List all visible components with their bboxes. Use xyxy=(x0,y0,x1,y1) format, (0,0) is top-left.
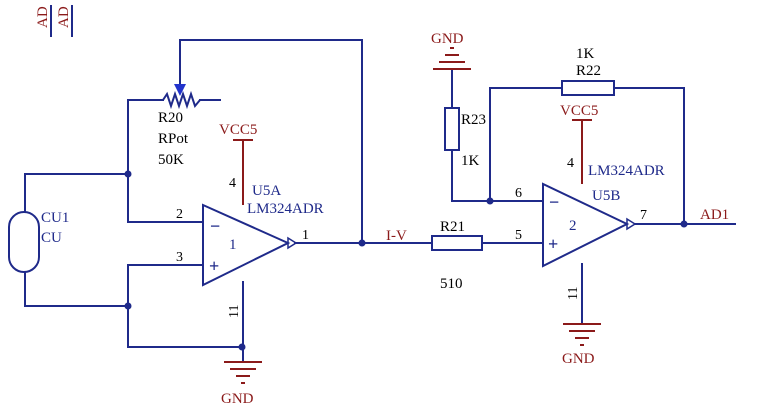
u5a-pin-inv: 2 xyxy=(176,207,183,222)
vcc-u5a-label: VCC5 xyxy=(219,122,257,138)
junction-dot xyxy=(124,170,132,178)
u5b-plus-sign: + xyxy=(548,234,558,254)
u5a-minus-sign: − xyxy=(210,216,220,236)
gnd-r23: GND xyxy=(431,31,471,70)
r23-value: 1K xyxy=(461,153,480,169)
u5b-pin-out: 7 xyxy=(640,208,647,223)
r23-resistor[interactable]: R23 1K xyxy=(444,107,486,169)
net-label-iv: I-V xyxy=(386,228,407,244)
r23-designator: R23 xyxy=(461,112,486,128)
r20-designator: R20 xyxy=(158,110,183,126)
wiper-arrow-icon xyxy=(174,84,186,96)
r20-potentiometer[interactable]: R20 RPot 50K xyxy=(158,84,201,168)
r20-comment: RPot xyxy=(158,131,189,147)
gnd-u5a-label: GND xyxy=(221,391,254,407)
u5b-pin-inv: 6 xyxy=(515,186,522,201)
u5a-unit-number: 1 xyxy=(229,237,237,253)
output-arrow-icon xyxy=(626,217,637,231)
u5b-opamp[interactable]: − + 2 U5B LM324ADR 6 5 7 4 11 xyxy=(515,156,665,300)
junction-dot xyxy=(124,302,132,310)
cu1-designator: CU1 xyxy=(41,210,69,226)
u5a-opamp[interactable]: − + 1 U5A LM324ADR 2 3 1 4 11 xyxy=(176,176,324,318)
u5a-pin-gnd: 11 xyxy=(227,305,242,318)
u5a-pin-out: 1 xyxy=(302,228,309,243)
vcc-u5a: VCC5 xyxy=(219,122,257,141)
u5b-minus-sign: − xyxy=(549,192,559,212)
r21-resistor[interactable]: R21 510 xyxy=(431,219,483,292)
gnd-u5b-label: GND xyxy=(562,351,595,367)
cu1-comment: CU xyxy=(41,230,62,246)
u5a-plus-sign: + xyxy=(209,256,219,276)
u5a-part-number: LM324ADR xyxy=(247,201,324,217)
junction-dot xyxy=(238,343,246,351)
corner-label-2: AD xyxy=(56,6,72,28)
r20-value: 50K xyxy=(158,152,184,168)
u5a-pin-noninv: 3 xyxy=(176,250,183,265)
r22-value: 1K xyxy=(576,46,595,62)
u5a-designator: U5A xyxy=(252,183,281,199)
wires xyxy=(24,39,736,363)
gnd-u5a: GND xyxy=(221,361,262,407)
junction-dot xyxy=(486,197,494,205)
r21-value: 510 xyxy=(440,276,463,292)
cu1-sensor[interactable]: CU1 CU xyxy=(8,210,69,273)
junction-dot xyxy=(680,220,688,228)
u5b-part-number: LM324ADR xyxy=(588,163,665,179)
corner-labels: AD AD xyxy=(35,5,73,37)
u5a-pin-vcc: 4 xyxy=(229,176,236,191)
r21-designator: R21 xyxy=(440,219,465,235)
junction-dot xyxy=(358,239,366,247)
junctions xyxy=(124,170,688,351)
net-label-ad1: AD1 xyxy=(700,207,729,223)
output-arrow-icon xyxy=(287,236,298,250)
u5b-unit-number: 2 xyxy=(569,218,577,234)
gnd-u5b: GND xyxy=(562,323,601,367)
vcc-u5b: VCC5 xyxy=(560,103,598,121)
vcc-u5b-label: VCC5 xyxy=(560,103,598,119)
r22-designator: R22 xyxy=(576,63,601,79)
u5b-pin-gnd: 11 xyxy=(566,287,581,300)
r22-resistor[interactable]: 1K R22 xyxy=(561,46,615,96)
u5b-pin-vcc: 4 xyxy=(567,156,574,171)
corner-label-1: AD xyxy=(35,6,51,28)
gnd-r23-label: GND xyxy=(431,31,464,47)
u5b-designator: U5B xyxy=(592,188,620,204)
u5b-pin-noninv: 5 xyxy=(515,228,522,243)
